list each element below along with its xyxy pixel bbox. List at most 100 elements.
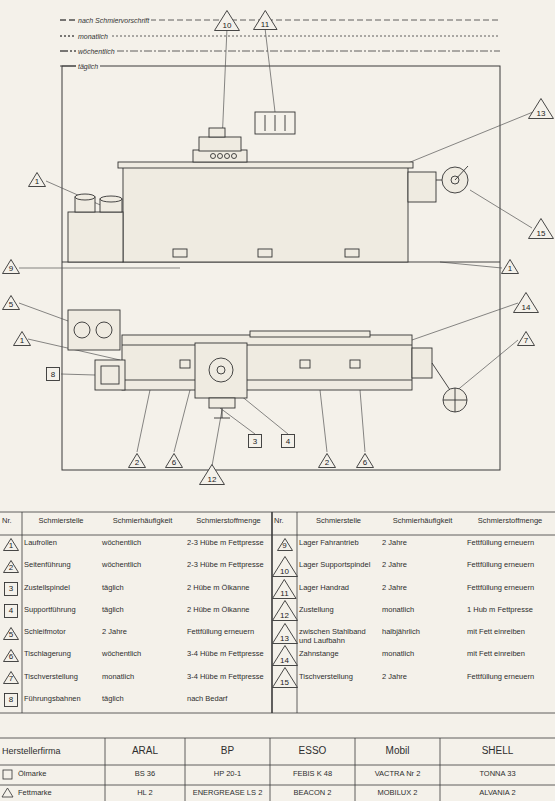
table-rule xyxy=(0,765,555,766)
triangle-outline xyxy=(514,292,539,312)
triangle-outline xyxy=(14,331,31,345)
table-cell: Schmierstelle xyxy=(24,517,98,526)
brand-table-cell: HP 20-1 xyxy=(187,770,268,779)
machine-plan xyxy=(217,366,225,374)
machine-plan xyxy=(68,310,120,350)
triangle-outline xyxy=(3,295,20,309)
frequency-line xyxy=(60,51,500,52)
brand-table-cell: Herstellerfirma xyxy=(2,746,103,756)
triangle-outline xyxy=(529,218,554,238)
cell-text: Fettfüllung erneuern xyxy=(467,583,534,592)
table-rule xyxy=(0,785,555,786)
table-rule xyxy=(105,738,106,801)
callout-triangle: 5 xyxy=(3,627,19,640)
triangle-outline xyxy=(4,649,19,661)
callout-square: 8 xyxy=(46,367,60,381)
callout-number: 7 xyxy=(9,674,13,683)
callout-triangle: 1 xyxy=(28,172,46,187)
callout-square: 3 xyxy=(248,434,262,448)
machine-elevation xyxy=(118,162,413,168)
cell-text: 2 Jahre xyxy=(102,627,127,636)
cell-text: ARAL xyxy=(132,745,158,756)
callout-number: 3 xyxy=(9,584,13,593)
cell-text: ENERGREASE LS 2 xyxy=(193,788,263,797)
cell-text: täglich xyxy=(102,583,124,592)
table-rule xyxy=(0,738,555,739)
triangle-outline xyxy=(277,538,292,550)
callout-number: 12 xyxy=(280,611,289,620)
cell-text: Fettmarke xyxy=(18,788,52,797)
table-rule xyxy=(297,512,298,713)
callout-triangle: 11 xyxy=(272,579,297,599)
machine-elevation xyxy=(218,154,223,159)
cell-text: Ölmarke xyxy=(18,769,46,778)
callout-triangle: 12 xyxy=(272,600,298,621)
table-cell: täglich xyxy=(102,584,183,593)
triangle-outline xyxy=(272,645,297,665)
callout-number: 15 xyxy=(280,678,289,687)
table-cell: Lager Supportspindel xyxy=(299,561,378,570)
callout-square: 3 xyxy=(4,582,18,596)
machine-elevation xyxy=(265,115,266,131)
table-cell: monatlich xyxy=(102,673,183,682)
cell-text: Fettfüllung erneuern xyxy=(467,538,534,547)
leader-line xyxy=(174,390,190,452)
table-cell: Fettfüllung erneuern xyxy=(467,561,553,570)
callout-number: 12 xyxy=(208,475,217,484)
machine-elevation xyxy=(345,249,359,257)
machine-plan xyxy=(180,360,190,368)
callout-triangle: 6 xyxy=(165,453,183,468)
cell-text: BS 36 xyxy=(135,769,155,778)
table-cell: halbjährlich xyxy=(382,628,463,637)
table-cell: Fettfüllung erneuern xyxy=(467,584,553,593)
machine-elevation xyxy=(75,194,95,200)
machine-plan xyxy=(122,380,412,381)
square-outline xyxy=(5,604,18,617)
cell-text: mit Fett einreiben xyxy=(467,649,525,658)
leader-line xyxy=(360,390,365,452)
legend-line-sample xyxy=(60,66,76,67)
callout-triangle: 6 xyxy=(3,649,19,662)
callout-triangle: 2 xyxy=(128,453,146,468)
machine-elevation xyxy=(199,137,241,151)
machine-plan xyxy=(432,363,450,390)
table-rule xyxy=(0,512,555,513)
leader-line xyxy=(137,390,150,452)
callout-number: 1 xyxy=(20,336,24,345)
table-cell: wöchentlich xyxy=(102,561,183,570)
table-cell: 2 Hübe m Ölkanne xyxy=(187,584,270,593)
table-cell: Tischverstellung xyxy=(24,673,98,682)
legend-text: nach Schmiervorschrift xyxy=(76,17,151,24)
brand-table-cell: SHELL xyxy=(442,745,553,757)
table-cell: Zustellung xyxy=(299,606,378,615)
cell-text: täglich xyxy=(102,605,124,614)
callout-number: 10 xyxy=(223,21,232,30)
cell-text: Zustellung xyxy=(299,605,334,614)
table-cell: nach Bedarf xyxy=(187,695,270,704)
triangle-outline xyxy=(4,627,19,639)
table-cell: Zustellspindel xyxy=(24,584,98,593)
leader-line xyxy=(455,340,518,392)
table-cell: Nr. xyxy=(274,517,295,526)
triangle-outline xyxy=(357,453,374,467)
cell-text: Fettfüllung erneuern xyxy=(187,627,254,636)
callout-triangle: 7 xyxy=(3,671,19,684)
triangle-outline xyxy=(215,10,240,30)
brand-table-cell: ESSO xyxy=(272,745,353,757)
cell-text: ALVANIA 2 xyxy=(479,788,515,797)
table-rule xyxy=(271,512,273,713)
callout-triangle: 1 xyxy=(3,538,19,551)
table-cell: Fettfüllung erneuern xyxy=(187,628,270,637)
triangle-outline xyxy=(29,172,46,186)
machine-plan xyxy=(96,322,112,338)
cell-text: zwischen Stahlband und Laufbahn xyxy=(299,627,366,645)
machine-elevation xyxy=(123,167,408,262)
callout-triangle: 2 xyxy=(3,560,19,573)
machine-elevation xyxy=(209,128,225,137)
triangle-outline xyxy=(272,601,297,621)
table-rule xyxy=(185,738,186,801)
brand-table-cell: TONNA 33 xyxy=(442,770,553,779)
table-cell: Supportführung xyxy=(24,606,98,615)
legend-item: monatlich xyxy=(58,31,110,41)
callout-triangle: 15 xyxy=(528,218,554,239)
